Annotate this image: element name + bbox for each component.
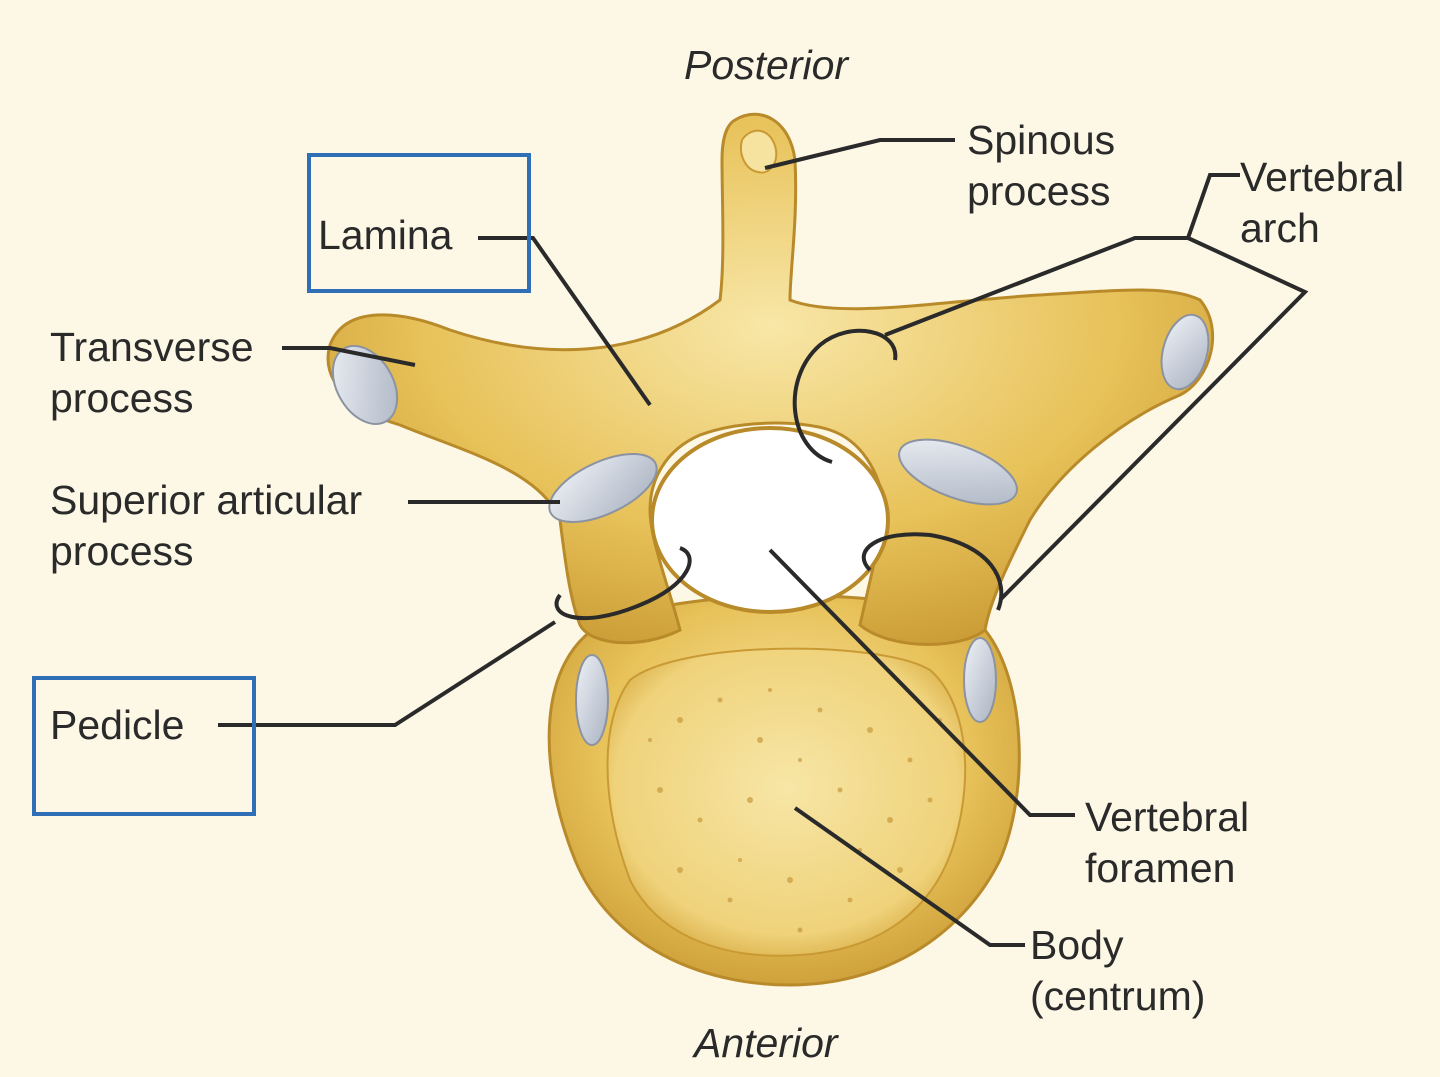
region-rings [554, 328, 1004, 620]
transverse-tip-right [1160, 313, 1210, 391]
leader-lines [218, 138, 1309, 947]
body-label: Body (centrum) [1030, 922, 1206, 1019]
posterior-label: Posterior [684, 42, 849, 88]
superior-articular-process-label: Superior articular process [50, 477, 363, 574]
vertebral-arch-label: Vertebral arch [1240, 154, 1405, 251]
lamina-highlight-box [307, 153, 531, 293]
superior-articular-facet-left [548, 452, 658, 524]
body-speckles [648, 688, 942, 933]
transverse-process-label: Transverse process [50, 324, 254, 421]
spinous-process-label: Spinous process [967, 117, 1116, 214]
lamina-label: Lamina [318, 212, 453, 258]
transverse-tip-left [331, 345, 399, 425]
body-facet-left [575, 654, 609, 746]
pedicle-label: Pedicle [50, 702, 185, 748]
vertebral-arch-shape [326, 112, 1215, 646]
vertebral-foramen-label: Vertebral foramen [1085, 794, 1250, 891]
pedicle-highlight-box [32, 676, 256, 816]
superior-articular-facet-right [898, 438, 1018, 506]
vertebral-foramen-opening [650, 426, 890, 614]
anterior-label: Anterior [694, 1020, 838, 1066]
body-facet-right [963, 637, 997, 723]
